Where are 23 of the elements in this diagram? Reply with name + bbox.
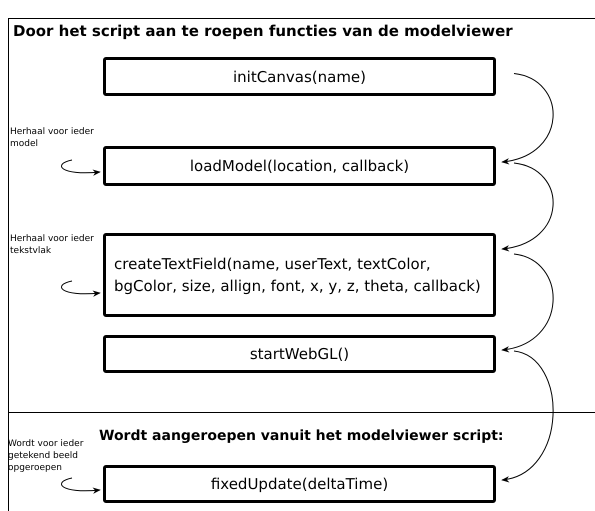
loop-arrow <box>60 280 101 297</box>
function-box <box>103 57 496 96</box>
function-call-text: initCanvas(name) <box>232 68 366 86</box>
section-heading: Wordt aangeroepen vanuit het modelviewer script: <box>99 428 504 444</box>
section-panel <box>8 18 595 413</box>
function-call-text: startWebGL() <box>250 345 350 363</box>
flow-arrow <box>501 350 554 482</box>
loop-note: Herhaal voor ieder tekstvlak <box>10 233 95 257</box>
loop-note: Wordt voor ieder getekend beeld opgeroepen <box>8 438 84 474</box>
loop-note: Herhaal voor ieder model <box>10 126 95 150</box>
function-box <box>103 335 496 373</box>
function-call-text: fixedUpdate(deltaTime) <box>210 475 388 493</box>
flow-arrow <box>501 162 554 251</box>
section-heading: Door het script aan te roepen functies van de modelviewer <box>13 22 513 40</box>
loop-arrow <box>60 160 101 176</box>
function-call-text: loadModel(location, callback) <box>190 157 410 175</box>
function-call-text: createTextField(name, userText, textColor, bgColor, size, allign, font, x, y, z, theta, callback) <box>114 254 482 297</box>
function-box <box>103 233 496 317</box>
flow-arrow <box>501 254 554 352</box>
flow-arrow <box>501 73 554 164</box>
function-box <box>103 146 496 186</box>
loop-arrow <box>60 478 101 494</box>
function-box <box>103 465 496 503</box>
